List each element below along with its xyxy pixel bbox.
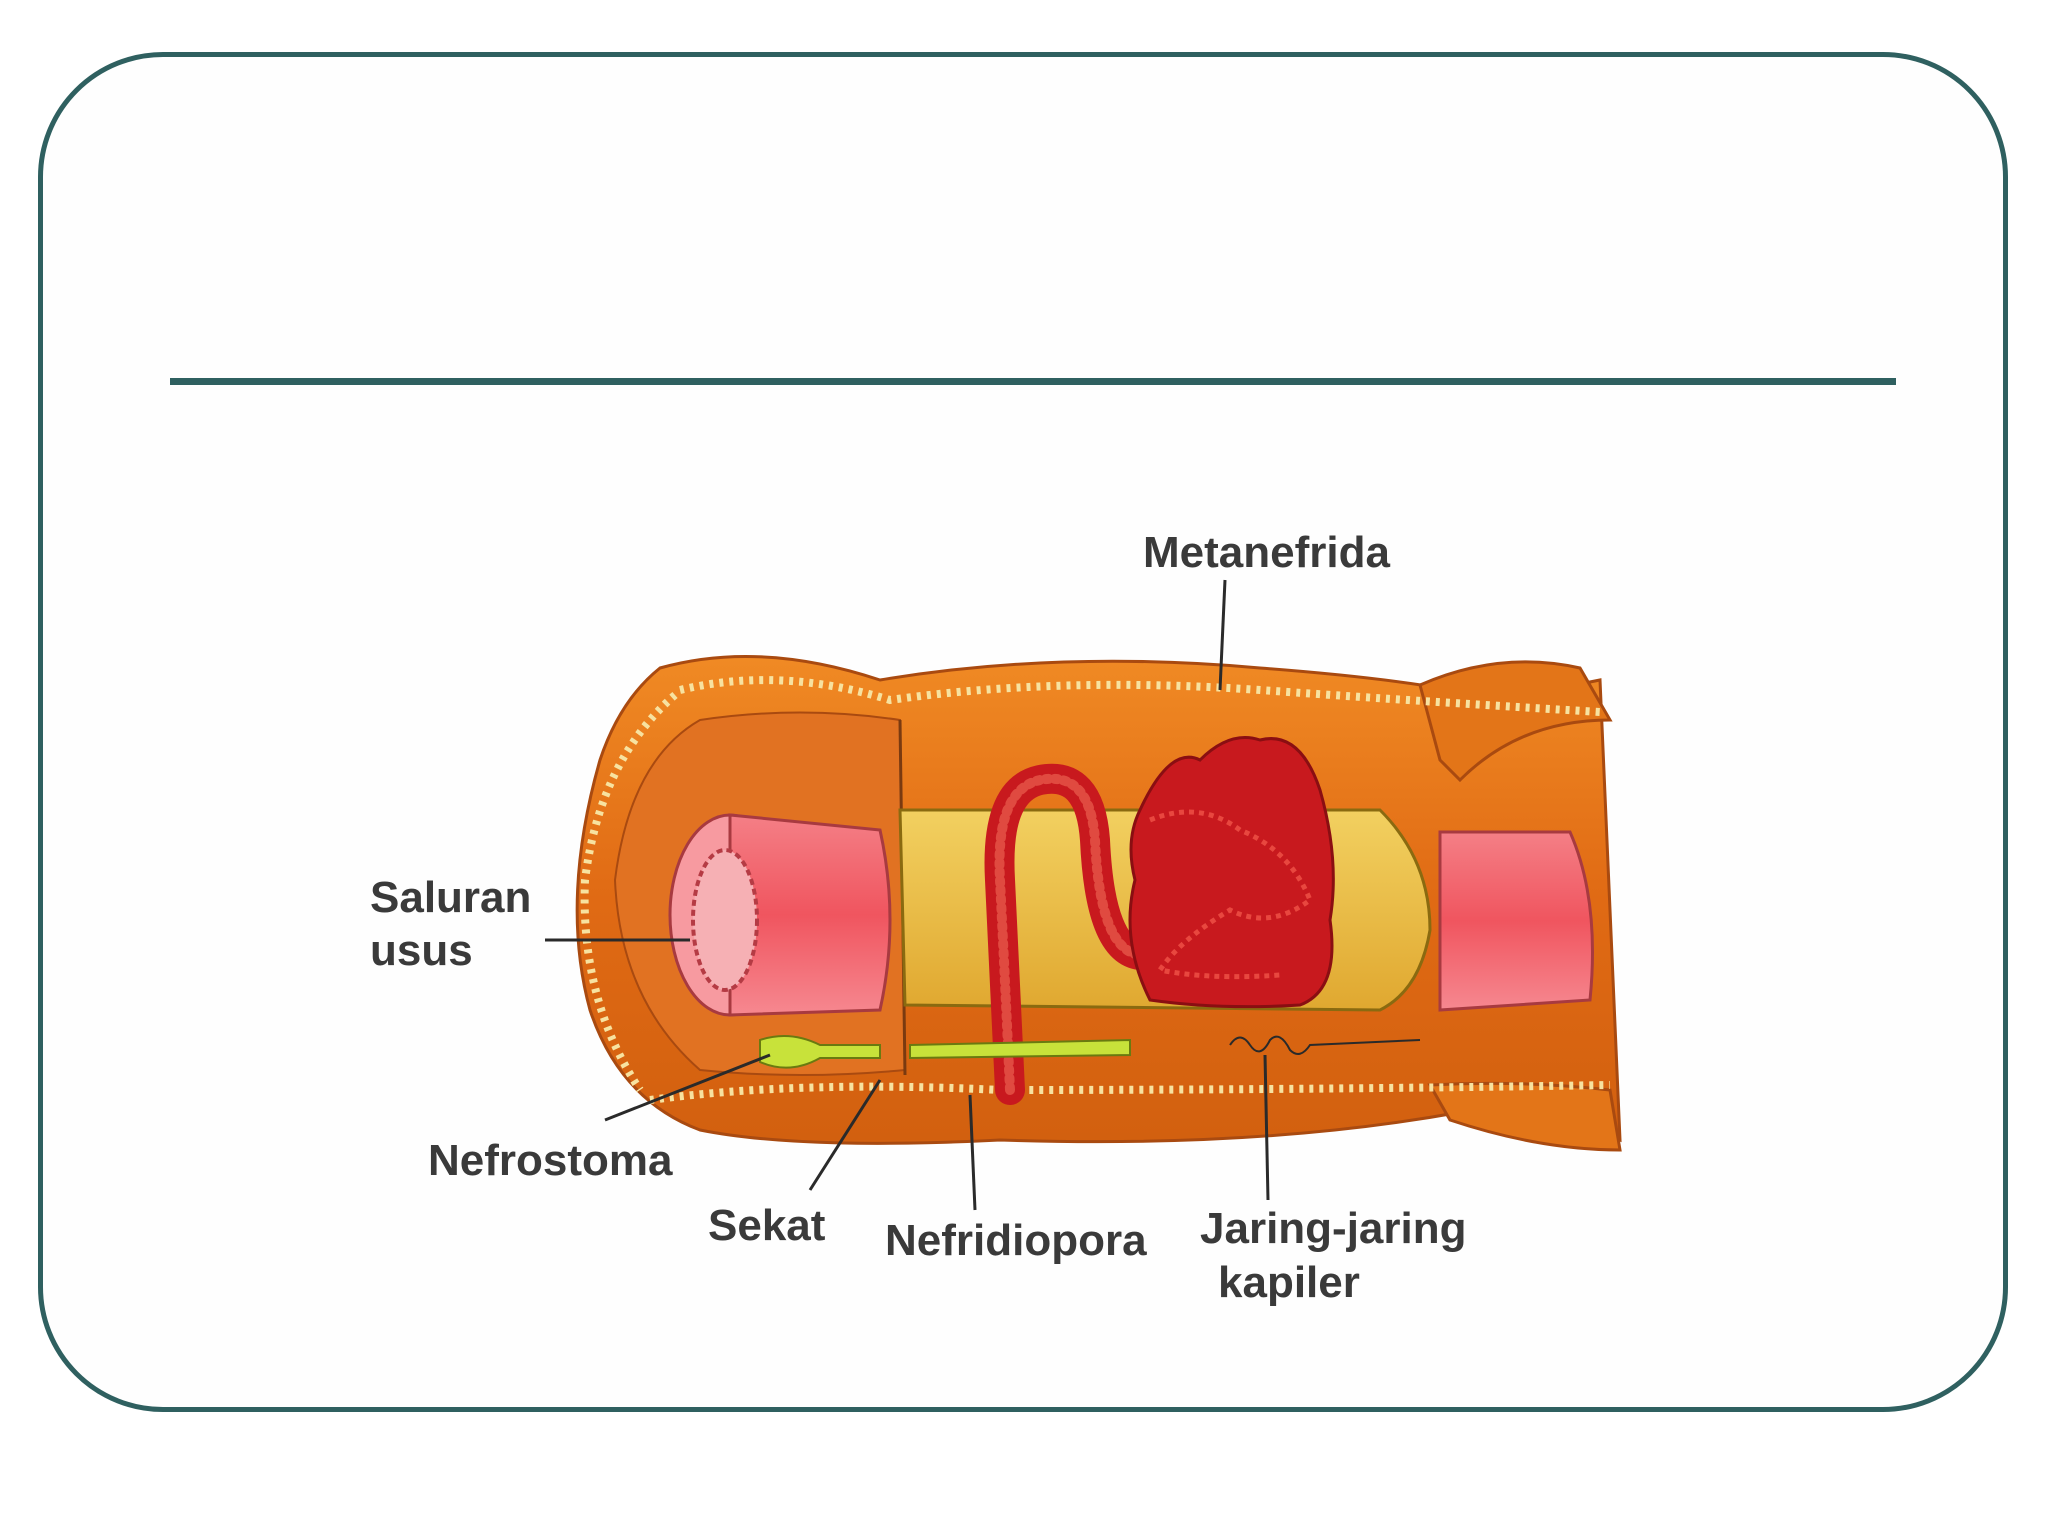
metanephridium-coil bbox=[1128, 736, 1335, 1009]
leader-metanefrida bbox=[1218, 579, 1227, 691]
metanephridium-tubule-texture bbox=[994, 773, 1145, 1095]
label-saluran-usus-line1: Saluran bbox=[370, 873, 531, 922]
leader-sekat bbox=[808, 1079, 882, 1191]
title-divider bbox=[170, 378, 1896, 385]
label-jaring-jaring-line1: Jaring-jaring bbox=[1200, 1204, 1467, 1253]
peritoneum-lining-left bbox=[580, 691, 678, 1093]
body-segment-collar-bottom bbox=[1427, 1081, 1622, 1152]
label-saluran-usus-line2: usus bbox=[370, 926, 473, 975]
label-metanefrida: Metanefrida bbox=[1143, 528, 1390, 577]
label-sekat: Sekat bbox=[708, 1201, 826, 1250]
label-nefrostoma: Nefrostoma bbox=[428, 1136, 673, 1185]
label-nefridiopora: Nefridiopora bbox=[885, 1216, 1147, 1265]
intestine-right bbox=[1438, 830, 1594, 1012]
label-jaring-jaring-line2: kapiler bbox=[1218, 1258, 1360, 1307]
capillary-network bbox=[1229, 1035, 1421, 1055]
leader-nefrostoma bbox=[604, 1053, 771, 1122]
metanephridium-coil-texture bbox=[1149, 809, 1314, 980]
leader-jaring-jaring bbox=[1263, 1054, 1270, 1201]
intestine-left bbox=[728, 813, 892, 1017]
nephridium-duct bbox=[909, 1038, 1131, 1060]
body-segment-collar-top bbox=[1418, 660, 1613, 783]
intestine-lumen bbox=[691, 848, 759, 992]
nephrostome bbox=[759, 1035, 881, 1069]
leader-nefridiopora bbox=[968, 1094, 977, 1211]
